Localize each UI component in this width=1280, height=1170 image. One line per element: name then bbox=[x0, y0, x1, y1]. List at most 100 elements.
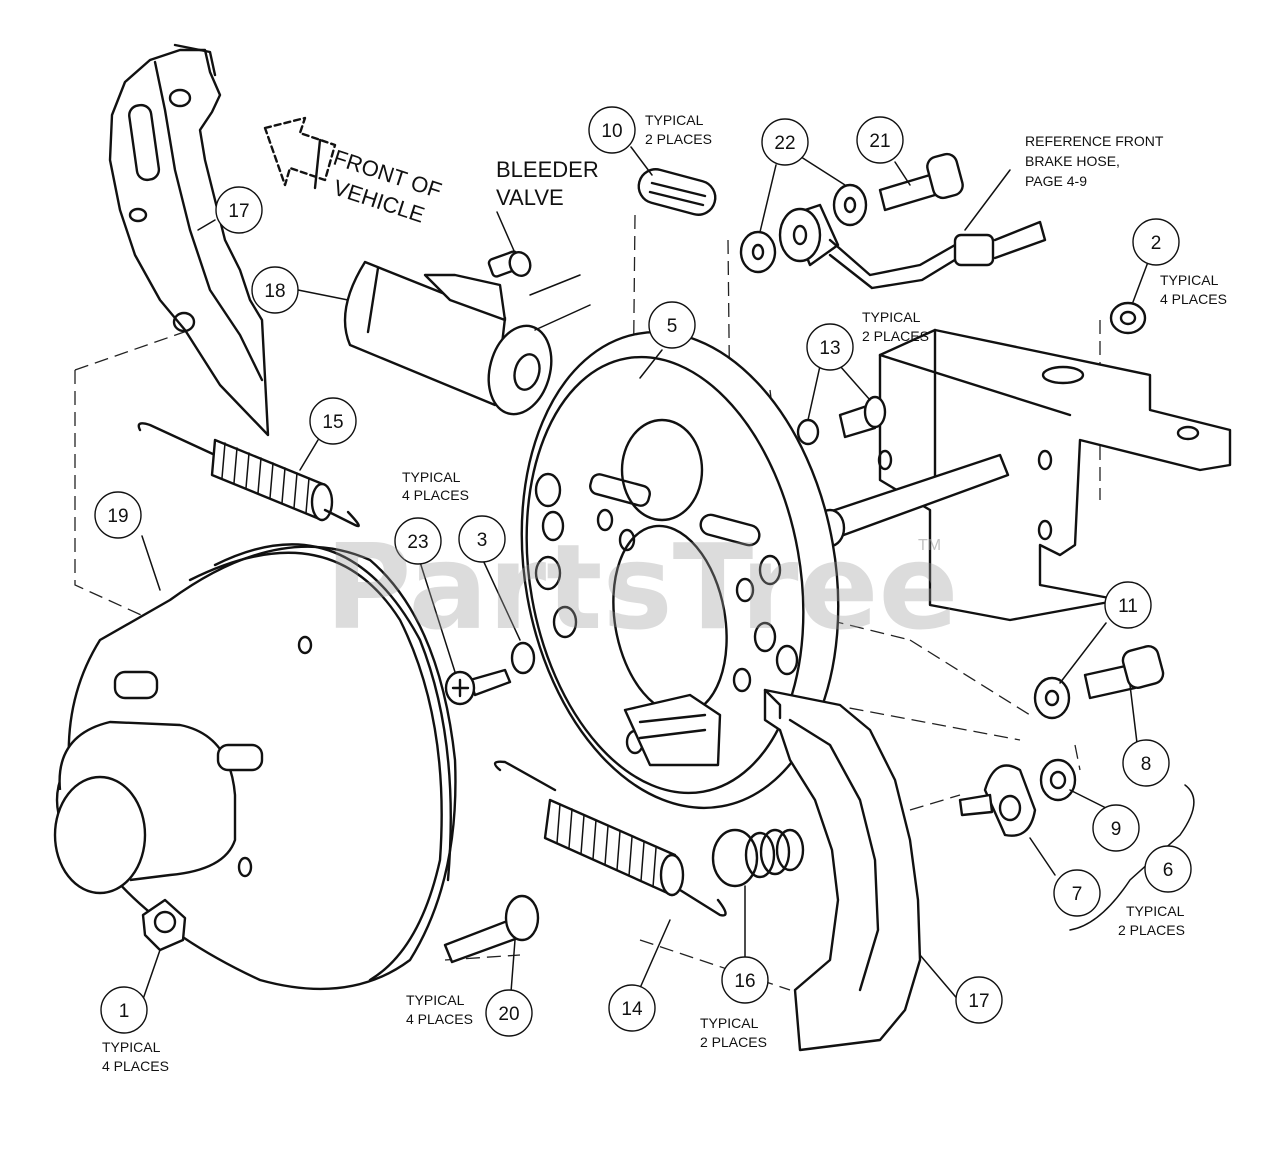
callout-18: 18 bbox=[251, 266, 299, 314]
svg-text:BRAKE HOSE,: BRAKE HOSE, bbox=[1025, 153, 1120, 169]
washer-part-9 bbox=[1039, 758, 1077, 802]
screw-part-23 bbox=[444, 668, 512, 706]
callout-20: 20 bbox=[485, 989, 533, 1037]
washer-part-3 bbox=[510, 641, 536, 675]
svg-text:TYPICAL: TYPICAL bbox=[700, 1015, 759, 1031]
hold-down-retainer-16 bbox=[711, 828, 805, 888]
svg-text:15: 15 bbox=[322, 412, 343, 433]
mounting-bracket bbox=[814, 328, 1232, 622]
svg-text:REFERENCE FRONT: REFERENCE FRONT bbox=[1025, 133, 1164, 149]
svg-text:14: 14 bbox=[621, 999, 643, 1020]
lug-nut-part-1 bbox=[141, 898, 187, 952]
bleeder-valve-label: BLEEDER VALVE bbox=[496, 157, 599, 254]
callout-21: 21 bbox=[856, 116, 904, 164]
bushing-part-10 bbox=[637, 168, 717, 216]
callout-11: 11 bbox=[1104, 581, 1152, 629]
brake-drum bbox=[53, 543, 457, 991]
wheel-cylinder bbox=[343, 250, 591, 416]
svg-text:11: 11 bbox=[1118, 596, 1138, 617]
svg-text:TYPICAL: TYPICAL bbox=[102, 1039, 161, 1055]
svg-text:16: 16 bbox=[734, 971, 755, 992]
note-typical-13: TYPICAL 2 PLACES bbox=[862, 309, 929, 344]
svg-text:2 PLACES: 2 PLACES bbox=[700, 1034, 767, 1050]
callout-22: 22 bbox=[761, 118, 809, 166]
svg-text:21: 21 bbox=[869, 131, 890, 152]
nut-part-2 bbox=[1109, 301, 1147, 335]
callout-23: 23 bbox=[394, 517, 442, 565]
note-typical-16: TYPICAL 2 PLACES bbox=[700, 1015, 767, 1050]
svg-text:20: 20 bbox=[498, 1004, 519, 1025]
note-typical-1: TYPICAL 4 PLACES bbox=[102, 1039, 169, 1074]
callout-8: 8 bbox=[1122, 739, 1170, 787]
svg-text:4 PLACES: 4 PLACES bbox=[102, 1058, 169, 1074]
svg-text:7: 7 bbox=[1072, 884, 1083, 905]
svg-text:1: 1 bbox=[119, 1001, 130, 1022]
callout-2: 2 bbox=[1132, 218, 1180, 266]
note-typical-23: TYPICAL 4 PLACES bbox=[402, 469, 469, 503]
svg-text:TYPICAL: TYPICAL bbox=[645, 112, 704, 128]
callout-13: 13 bbox=[806, 323, 854, 371]
bracket-part-6 bbox=[1069, 784, 1195, 931]
front-of-vehicle-indicator: FRONT OF VEHICLE bbox=[263, 116, 445, 228]
callout-3: 3 bbox=[458, 515, 506, 563]
wheel-stud-group bbox=[113, 670, 264, 772]
svg-text:23: 23 bbox=[407, 532, 428, 553]
svg-text:17: 17 bbox=[968, 991, 989, 1012]
svg-text:VALVE: VALVE bbox=[496, 185, 564, 210]
svg-text:18: 18 bbox=[264, 281, 285, 302]
backing-plate bbox=[520, 330, 840, 810]
note-typical-2: TYPICAL 4 PLACES bbox=[1160, 272, 1227, 307]
return-spring-14 bbox=[493, 760, 727, 917]
svg-text:17: 17 bbox=[228, 201, 249, 222]
svg-text:5: 5 bbox=[667, 316, 678, 337]
brake-shoe-upper bbox=[108, 43, 270, 437]
callout-19: 19 bbox=[94, 491, 142, 539]
svg-text:TYPICAL: TYPICAL bbox=[1160, 272, 1219, 288]
reference-brake-hose-note: REFERENCE FRONT BRAKE HOSE, PAGE 4-9 bbox=[1025, 133, 1164, 189]
note-typical-6: TYPICAL 2 PLACES bbox=[1118, 903, 1185, 938]
callout-5: 5 bbox=[648, 301, 696, 349]
note-typical-10: TYPICAL 2 PLACES bbox=[645, 112, 712, 147]
svg-text:TYPICAL: TYPICAL bbox=[402, 469, 461, 485]
note-typical-20: TYPICAL 4 PLACES bbox=[406, 992, 473, 1027]
return-spring-15 bbox=[137, 422, 360, 528]
callout-15: 15 bbox=[309, 397, 357, 445]
svg-text:2 PLACES: 2 PLACES bbox=[645, 131, 712, 147]
callout-17-upper: 17 bbox=[215, 186, 263, 234]
callout-10: 10 bbox=[588, 106, 636, 154]
callout-6: 6 bbox=[1144, 845, 1192, 893]
wheel-stud-part-20 bbox=[443, 894, 540, 964]
svg-text:6: 6 bbox=[1163, 860, 1174, 881]
svg-text:4 PLACES: 4 PLACES bbox=[406, 1011, 473, 1027]
svg-text:2 PLACES: 2 PLACES bbox=[1118, 922, 1185, 938]
partstree-watermark: PartsTree TM bbox=[325, 518, 959, 656]
svg-text:2: 2 bbox=[1151, 233, 1162, 254]
svg-text:13: 13 bbox=[819, 338, 840, 359]
svg-text:PartsTree: PartsTree bbox=[325, 518, 959, 656]
svg-text:8: 8 bbox=[1141, 754, 1152, 775]
callout-16: 16 bbox=[721, 956, 769, 1004]
svg-text:TYPICAL: TYPICAL bbox=[862, 309, 921, 325]
callout-1: 1 bbox=[100, 986, 148, 1034]
svg-text:22: 22 bbox=[774, 133, 795, 154]
svg-text:TYPICAL: TYPICAL bbox=[1126, 903, 1185, 919]
svg-text:10: 10 bbox=[601, 121, 622, 142]
svg-text:BLEEDER: BLEEDER bbox=[496, 157, 599, 182]
callout-14: 14 bbox=[608, 984, 656, 1032]
bolt-part-8 bbox=[1083, 645, 1165, 700]
washer-part-11 bbox=[1033, 676, 1071, 720]
svg-text:4 PLACES: 4 PLACES bbox=[402, 487, 469, 503]
hose-fittings bbox=[739, 152, 1047, 290]
svg-text:PAGE 4-9: PAGE 4-9 bbox=[1025, 173, 1087, 189]
svg-text:2 PLACES: 2 PLACES bbox=[862, 328, 929, 344]
svg-text:9: 9 bbox=[1111, 819, 1122, 840]
leader-lines bbox=[140, 146, 1149, 1006]
svg-text:3: 3 bbox=[477, 530, 488, 551]
svg-text:4 PLACES: 4 PLACES bbox=[1160, 291, 1227, 307]
callout-7: 7 bbox=[1053, 869, 1101, 917]
callout-9: 9 bbox=[1092, 804, 1140, 852]
callout-17-lower: 17 bbox=[955, 976, 1003, 1024]
svg-text:TYPICAL: TYPICAL bbox=[406, 992, 465, 1008]
adjuster-part-7 bbox=[958, 764, 1037, 837]
